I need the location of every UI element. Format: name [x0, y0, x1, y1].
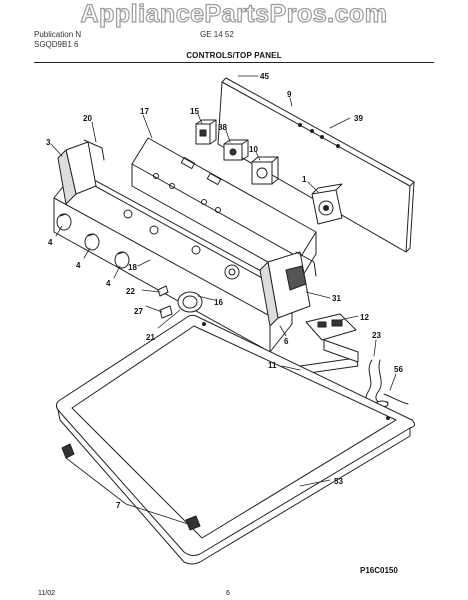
callout-17: 17	[140, 107, 149, 116]
leader-lines	[50, 75, 397, 525]
switch-part-38	[223, 139, 249, 161]
publication-line: SGQD9B1 6	[34, 40, 79, 49]
callout-31: 31	[332, 294, 341, 303]
callout-10: 10	[249, 145, 258, 154]
callout-4: 4	[106, 279, 111, 288]
callout-1: 1	[302, 175, 307, 184]
callout-3: 3	[46, 138, 51, 147]
switch-part	[195, 119, 217, 145]
timer-motor	[311, 183, 343, 225]
top-cover	[55, 314, 416, 565]
callout-21: 21	[146, 333, 155, 342]
knobs	[56, 213, 130, 269]
publication-header: Publication N SGQD9B1 6	[34, 30, 81, 50]
callout-7: 7	[116, 501, 121, 510]
callout-56: 56	[394, 365, 403, 374]
front-control-panel	[53, 169, 293, 353]
left-end-cap	[57, 139, 105, 205]
callout-15: 15	[190, 107, 199, 116]
control-board	[305, 313, 357, 341]
callout-11: 11	[268, 361, 277, 370]
callout-45: 45	[260, 72, 269, 81]
callout-39: 39	[354, 114, 363, 123]
back-panel	[217, 77, 415, 253]
publication-line: Publication N	[34, 30, 82, 39]
callout-9: 9	[287, 90, 292, 99]
timer-part	[251, 156, 279, 185]
callout-6: 6	[284, 337, 289, 346]
callout-4: 4	[76, 261, 81, 270]
section-title: CONTROLS/TOP PANEL	[186, 51, 282, 60]
callout-12: 12	[360, 313, 369, 322]
right-end-cap	[259, 251, 317, 327]
callout-23: 23	[372, 331, 381, 340]
model-header: GE 14 52	[200, 30, 234, 39]
title-rule	[34, 62, 434, 63]
callout-53: 53	[334, 477, 343, 486]
callout-38: 38	[218, 123, 227, 132]
callout-4: 4	[48, 238, 53, 247]
callout-22: 22	[126, 287, 135, 296]
callout-16: 16	[214, 298, 223, 307]
selector-knob	[157, 285, 203, 319]
footer-date: 11/02	[38, 590, 55, 597]
mounting-bracket	[299, 339, 359, 375]
callout-27: 27	[134, 307, 143, 316]
part-callouts: 45 9 39 17 20 3 15 38 10 1 4 4 4 18 22 2…	[46, 72, 403, 510]
figure-code: P16C0150	[360, 566, 398, 575]
hinges	[61, 443, 201, 531]
watermark-logo: AppliancePartsPros.com	[80, 0, 388, 29]
footer-page-number: 6	[226, 590, 230, 597]
callout-20: 20	[83, 114, 92, 123]
callout-18: 18	[128, 263, 137, 272]
